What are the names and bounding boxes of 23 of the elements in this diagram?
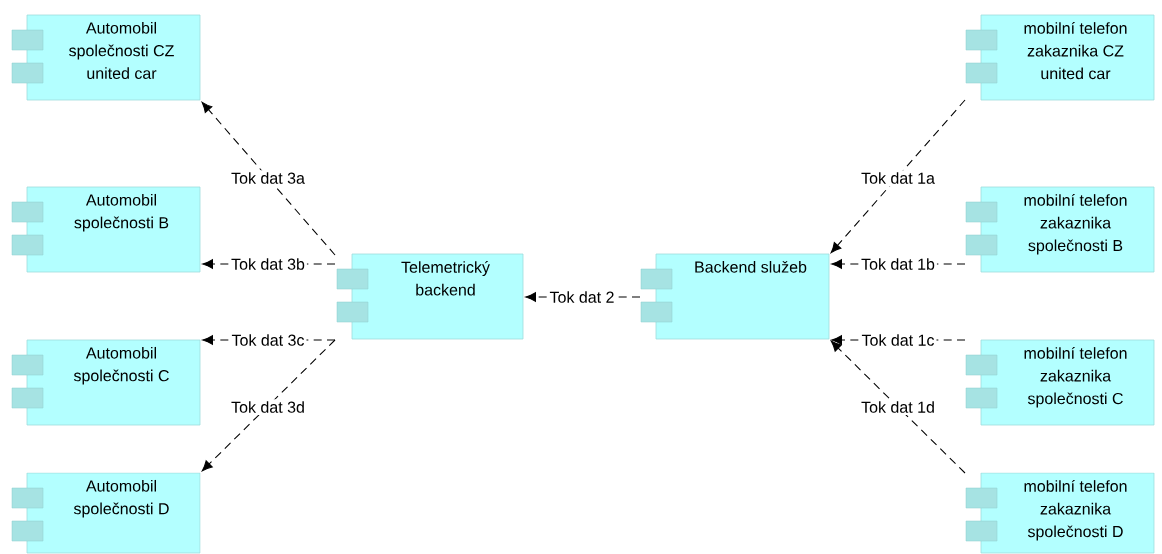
dashed-arrow [201, 101, 336, 256]
component-box: Backend služeb [640, 253, 830, 340]
component-box: mobilní telefon zakaznika společnosti B [965, 186, 1155, 273]
edge-label: Tok dat 1d [859, 399, 937, 415]
edge-label: Tok dat 3b [229, 256, 307, 272]
component-box: Telemetrický backend [336, 253, 524, 340]
edge-label: Tok dat 1c [859, 332, 937, 348]
edge-label: Tok dat 1a [859, 170, 937, 186]
edge-label: Tok dat 1b [859, 256, 937, 272]
edge-label: Tok dat 3d [229, 399, 307, 415]
edge-label: Tok dat 2 [547, 289, 617, 305]
dashed-arrow [201, 339, 336, 472]
dashed-arrow [830, 99, 966, 254]
component-box: Automobil společnosti D [11, 472, 201, 554]
component-box: mobilní telefon zakaznika společnosti C [965, 339, 1155, 426]
component-box: mobilní telefon zakaznika společnosti D [965, 472, 1155, 554]
edge-label: Tok dat 3a [229, 170, 307, 186]
component-box: Automobil společnosti CZ united car [11, 14, 201, 101]
edge-label: Tok dat 3c [229, 332, 307, 348]
component-box: Automobil společnosti C [11, 339, 201, 426]
component-box: Automobil společnosti B [11, 186, 201, 273]
component-box: mobilní telefon zakaznika CZ united car [965, 14, 1155, 101]
dashed-arrow [830, 340, 966, 474]
